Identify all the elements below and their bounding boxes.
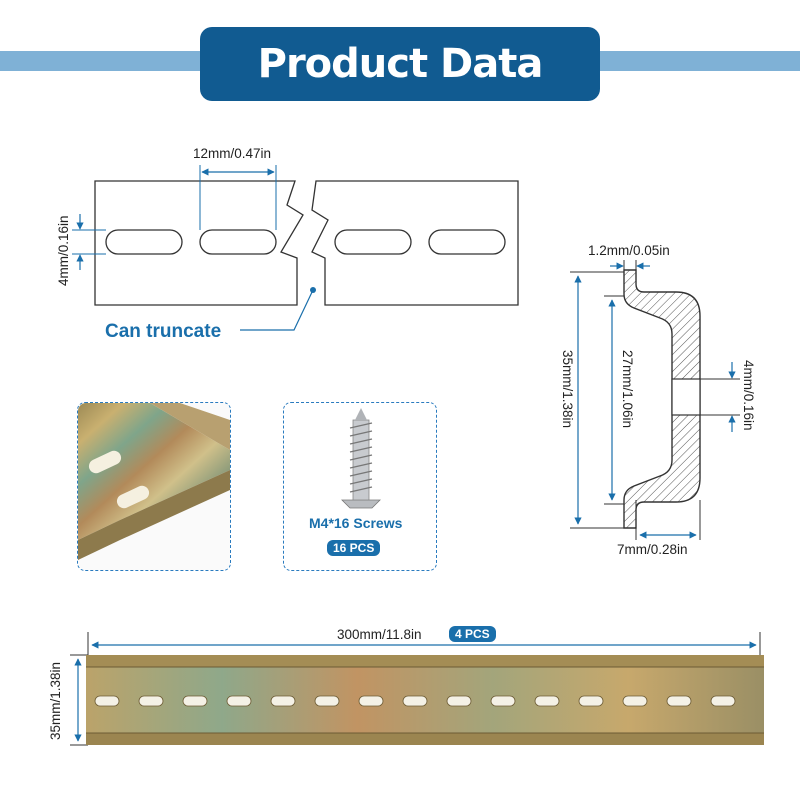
rail-quantity-badge: 4 PCS: [449, 626, 496, 642]
rail-length-label: 300mm/11.8in: [337, 627, 422, 642]
rail-height-label: 35mm/1.38in: [48, 661, 63, 740]
screws-label: M4*16 Screws: [309, 515, 403, 531]
profile-diagram: [570, 260, 740, 540]
screw-icon: [341, 408, 381, 509]
profile-slot-label: 4mm/0.16in: [741, 360, 756, 431]
depth-label: 7mm/0.28in: [617, 542, 688, 557]
slot: [334, 229, 412, 255]
slot: [199, 229, 277, 255]
pitch-label: 12mm/0.47in: [193, 146, 272, 161]
height-label: 35mm/1.38in: [560, 350, 575, 429]
inner-height-label: 27mm/1.06in: [620, 350, 635, 429]
rail-full-photo: [70, 632, 764, 746]
slot: [105, 229, 183, 255]
title-banner: Product Data: [200, 27, 600, 101]
page-title: Product Data: [257, 41, 544, 87]
truncate-note: Can truncate: [105, 321, 222, 342]
rail-closeup-photo: [78, 403, 230, 570]
slot-gap: [671, 378, 701, 416]
rail-piece-right: [311, 180, 519, 306]
screws-quantity-badge: 16 PCS: [327, 540, 381, 556]
slot-height-label: 4mm/0.16in: [56, 215, 71, 286]
slot: [428, 229, 506, 255]
slot-diagram: [72, 165, 519, 331]
thickness-label: 1.2mm/0.05in: [588, 243, 670, 258]
rail-piece-left: [94, 180, 304, 306]
screws-frame: [283, 402, 437, 571]
closeup-frame: [77, 402, 231, 571]
